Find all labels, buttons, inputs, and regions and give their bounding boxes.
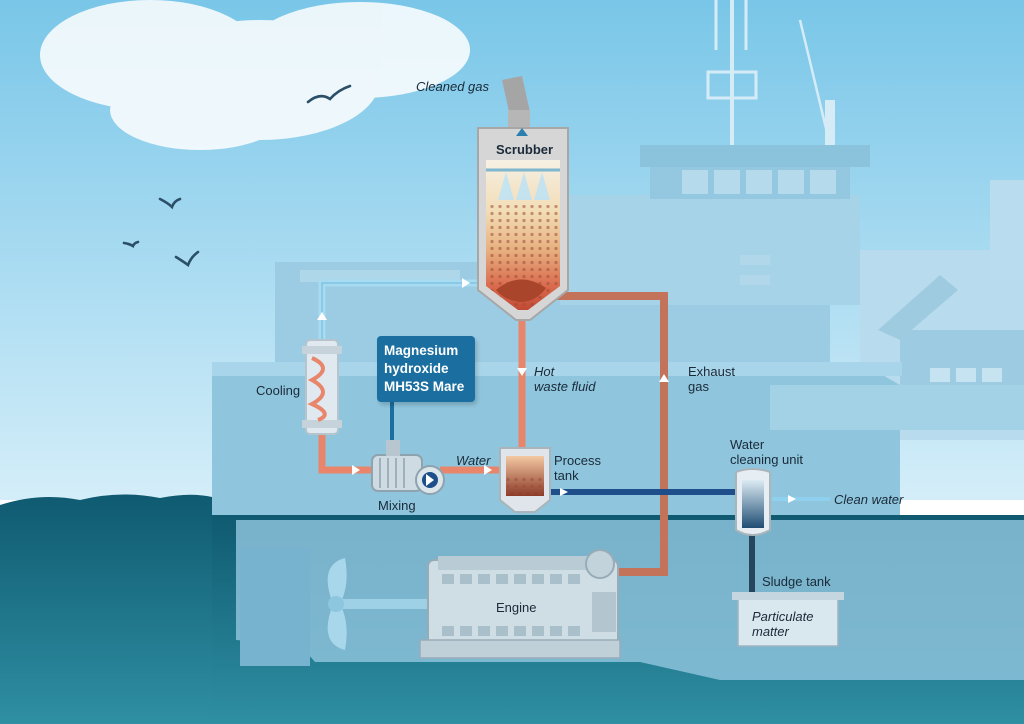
bird-icon xyxy=(158,197,182,210)
bird-icon xyxy=(306,84,352,104)
arrow-icon xyxy=(516,128,528,136)
arrow-icon xyxy=(788,495,796,503)
water-cleaning-unit xyxy=(735,468,771,536)
rudder xyxy=(240,548,310,666)
engine-label: Engine xyxy=(496,600,537,615)
water-label: Water xyxy=(456,453,491,468)
arrow-icon xyxy=(560,488,568,496)
exhaust-gas-pipe xyxy=(520,292,668,576)
water-cleaning-unit-label: Water cleaning unit xyxy=(730,437,803,467)
arrow-icon xyxy=(352,465,360,475)
birds xyxy=(122,84,352,268)
hot-waste-fluid-label: Hot waste fluid xyxy=(534,364,596,394)
process-tank xyxy=(499,447,551,513)
propeller xyxy=(327,558,430,650)
mixing-label: Mixing xyxy=(378,498,416,513)
arrow-icon xyxy=(317,312,327,320)
sea xyxy=(0,494,212,724)
clean-water-label: Clean water xyxy=(834,492,904,507)
arrow-icon xyxy=(517,368,527,376)
bird-icon xyxy=(174,250,200,268)
exhaust-stack xyxy=(502,76,530,128)
exhaust-gas-label: Exhaust gas xyxy=(688,364,735,394)
process-tank-label: Process tank xyxy=(554,453,601,483)
sludge-tank-label: Sludge tank xyxy=(762,574,831,589)
scrubber-label: Scrubber xyxy=(496,142,554,157)
bird-icon xyxy=(122,240,140,249)
engine xyxy=(419,549,621,659)
cleaned-gas-label: Cleaned gas xyxy=(416,79,489,94)
flow-arrows xyxy=(317,278,796,503)
mixing-unit xyxy=(371,440,445,495)
arrow-icon xyxy=(659,374,669,382)
sludge-tank xyxy=(732,592,844,647)
scrubber-tower xyxy=(477,127,569,321)
magnesium-hydroxide-label: Magnesium hydroxide MH53S Mare xyxy=(384,343,465,394)
cooling-unit xyxy=(302,339,342,435)
particulate-matter-label: Particulate matter xyxy=(752,609,814,639)
cooling-label: Cooling xyxy=(256,383,301,398)
magnesium-hydroxide-box: Magnesium hydroxide MH53S Mare xyxy=(377,336,475,402)
cloud xyxy=(40,0,470,150)
pipes xyxy=(318,279,830,596)
arrow-icon xyxy=(462,278,470,288)
aft-deck xyxy=(770,385,1024,430)
arrow-icon xyxy=(484,465,492,475)
